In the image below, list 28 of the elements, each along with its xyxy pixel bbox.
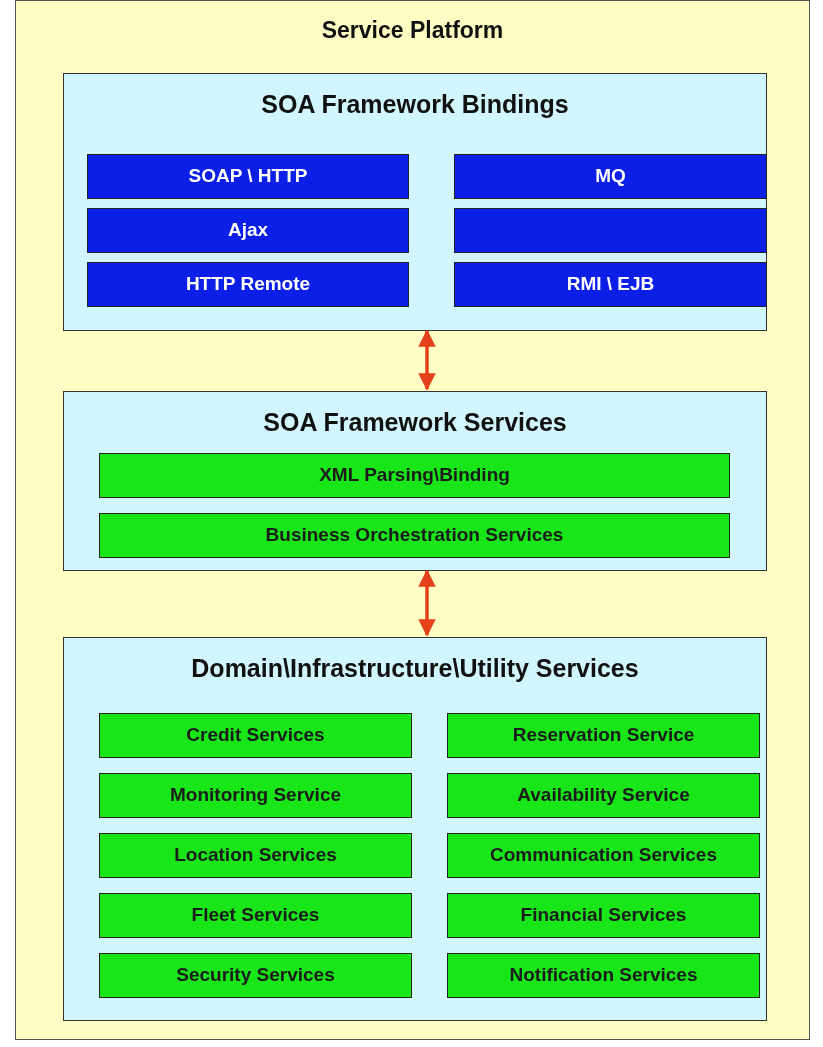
binding-box: SOAP \ HTTP [87, 154, 409, 199]
service-box: Financial Services [447, 893, 760, 938]
layer-panel [63, 391, 767, 571]
layer-panel [63, 637, 767, 1021]
service-box: Security Services [99, 953, 412, 998]
platform-frame [15, 0, 810, 1040]
binding-box: Ajax [87, 208, 409, 253]
binding-box: MQ [454, 154, 767, 199]
service-box: Fleet Services [99, 893, 412, 938]
service-box: Availability Service [447, 773, 760, 818]
service-box: Location Services [99, 833, 412, 878]
service-box: XML Parsing\Binding [99, 453, 730, 498]
service-box: Monitoring Service [99, 773, 412, 818]
panel-title: Domain\Infrastructure\Utility Services [190, 653, 640, 684]
double-arrow [418, 329, 436, 391]
service-box: Reservation Service [447, 713, 760, 758]
service-box: Notification Services [447, 953, 760, 998]
layer-panel [63, 73, 767, 331]
binding-box: HTTP Remote [87, 262, 409, 307]
panel-title: SOA Framework Bindings [260, 89, 570, 120]
double-arrow [418, 569, 436, 637]
binding-box [454, 208, 767, 253]
binding-box: RMI \ EJB [454, 262, 767, 307]
service-box: Credit Services [99, 713, 412, 758]
service-box: Communication Services [447, 833, 760, 878]
service-box: Business Orchestration Services [99, 513, 730, 558]
panel-title: Service Platform [320, 16, 505, 45]
panel-title: SOA Framework Services [262, 407, 568, 438]
